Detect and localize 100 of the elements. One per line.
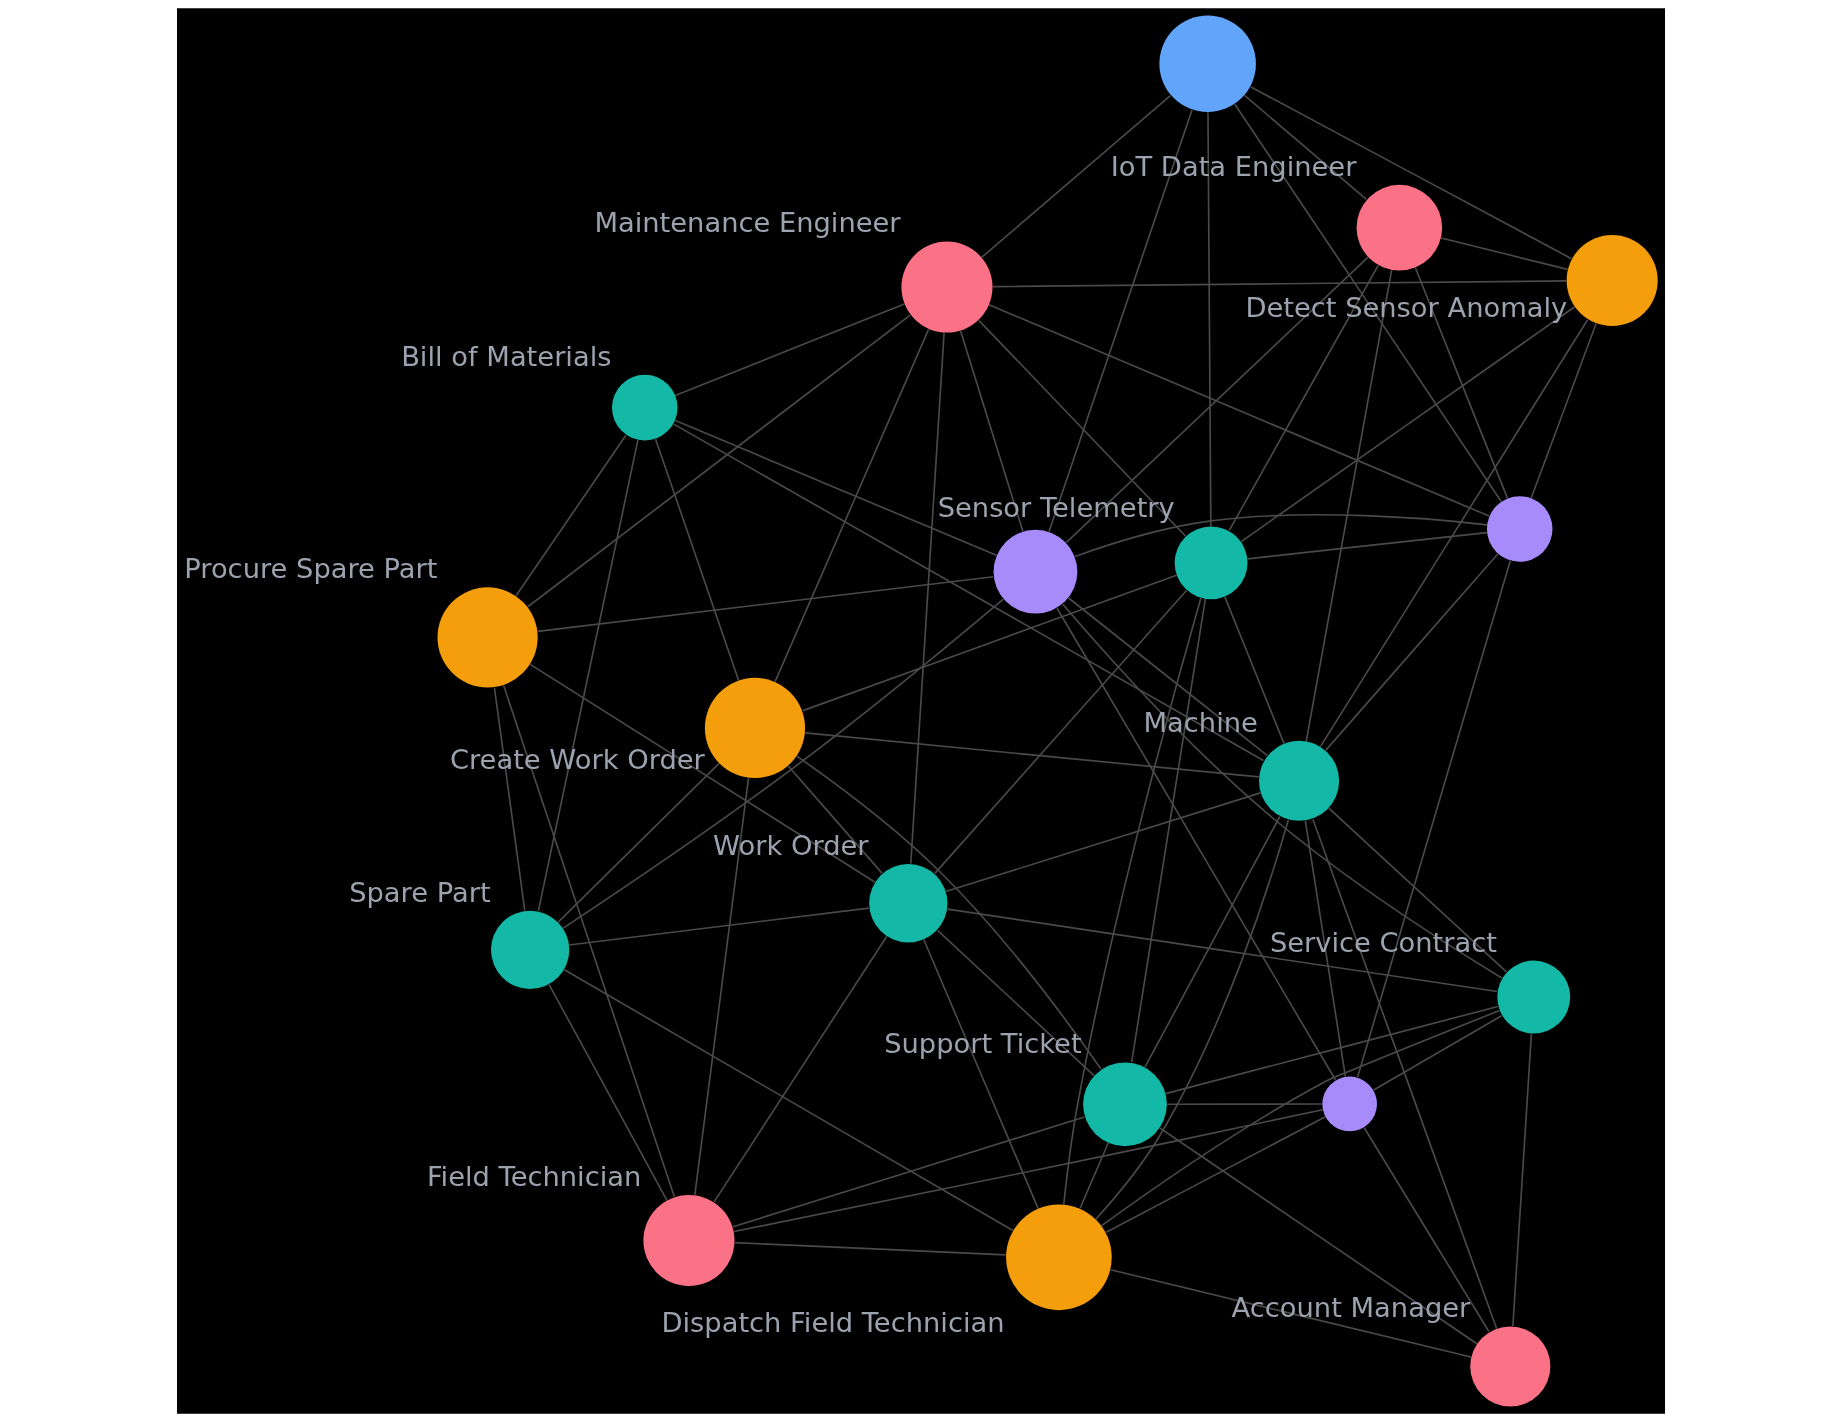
connector: [1159, 1127, 1478, 1345]
node-circle: [1486, 496, 1553, 562]
connector: [1305, 269, 1393, 742]
connector: [1166, 1103, 1323, 1106]
connector: [674, 303, 906, 397]
connector: [1144, 815, 1281, 1068]
connector: [1304, 819, 1347, 1078]
connector: [946, 908, 1498, 993]
node-circle: [1159, 15, 1256, 112]
connector: [933, 589, 1188, 875]
connector: [1356, 559, 1512, 1078]
connector: [694, 777, 750, 1196]
connector: [1094, 818, 1290, 1220]
node-circle: [437, 587, 538, 688]
node-label: Sensor Telemetry: [937, 492, 1175, 524]
connector: [563, 968, 1014, 1232]
connector: [1056, 607, 1337, 1081]
connector: [515, 434, 627, 597]
connector: [1130, 598, 1207, 1063]
connector: [1207, 111, 1212, 528]
node-circle: [901, 241, 993, 333]
node-label: IoT Data Engineer: [1110, 150, 1357, 182]
connector: [493, 686, 526, 912]
connector: [1164, 1005, 1499, 1095]
connector: [1233, 103, 1502, 502]
connector: [733, 1108, 1324, 1233]
connector: [1228, 264, 1380, 532]
connector: [1319, 318, 1589, 748]
connector: [944, 792, 1262, 893]
connector: [980, 94, 1172, 259]
connector: [1109, 1269, 1472, 1358]
connector: [1312, 818, 1498, 1330]
node-label: Service Contract: [1269, 926, 1498, 958]
connector: [909, 332, 945, 865]
connector: [991, 280, 1567, 288]
connector: [1062, 603, 1503, 979]
connector: [654, 438, 740, 682]
node-circle: [1322, 1076, 1377, 1132]
node-label: Maintenance Engineer: [594, 207, 901, 239]
connector: [1243, 94, 1368, 201]
connector: [1079, 1141, 1110, 1209]
connector: [1327, 807, 1508, 973]
node-circle: [1356, 184, 1443, 271]
node-circle: [869, 864, 948, 943]
connector: [672, 423, 1265, 762]
node-label: Account Manager: [1231, 1292, 1471, 1324]
connector: [527, 314, 911, 608]
node-circle: [612, 374, 678, 441]
connector: [1440, 237, 1569, 271]
connector: [674, 419, 998, 557]
node-circle: [704, 677, 806, 779]
connector: [1048, 109, 1193, 533]
node-label: Dispatch Field Technician: [661, 1307, 1005, 1338]
connector: [804, 732, 1260, 778]
node-circle: [1497, 960, 1571, 1034]
node-circle: [1174, 526, 1248, 600]
connector: [529, 663, 876, 884]
node-label: Support Ticket: [884, 1028, 1082, 1060]
node-label: Bill of Materials: [401, 340, 612, 372]
connector: [1065, 256, 1369, 544]
connector: [1512, 1033, 1533, 1327]
node-circle: [1083, 1062, 1167, 1147]
connector: [1240, 305, 1576, 543]
node-label: Create Work Order: [449, 743, 705, 775]
connector: [1372, 1014, 1503, 1091]
node-label: Work Order: [713, 829, 869, 861]
connector: [936, 929, 1095, 1077]
node-circle: [1259, 740, 1340, 821]
connector: [548, 983, 668, 1202]
node-label: Spare Part: [349, 876, 491, 908]
connector: [774, 328, 930, 683]
node-label: Field Technician: [426, 1160, 642, 1192]
node-label: Detect Sensor Anomaly: [1245, 291, 1568, 323]
node-circle: [993, 529, 1078, 614]
connector: [796, 755, 1102, 1070]
connector: [562, 598, 1005, 929]
connector: [1363, 1126, 1490, 1333]
node-label: Machine: [1143, 706, 1258, 738]
connector: [537, 439, 639, 912]
connector: [1105, 1115, 1327, 1234]
connector: [732, 1116, 1086, 1228]
connector: [1224, 596, 1285, 745]
node-circle: [490, 910, 570, 989]
connector: [734, 1241, 1007, 1256]
node-circle: [643, 1195, 735, 1287]
connector: [568, 907, 870, 946]
connector: [1530, 322, 1597, 499]
connector: [1067, 596, 1269, 757]
node-label: Procure Spare Part: [184, 553, 438, 585]
connector: [1100, 1009, 1501, 1227]
connector: [1414, 267, 1509, 500]
connector: [713, 935, 888, 1203]
connector: [787, 765, 884, 875]
connector: [923, 938, 1039, 1210]
connector: [988, 304, 1490, 517]
connector: [959, 330, 1024, 533]
node-circle: [1006, 1204, 1112, 1311]
node-circle: [1566, 234, 1658, 326]
connector: [1324, 553, 1499, 752]
connector: [536, 575, 995, 633]
